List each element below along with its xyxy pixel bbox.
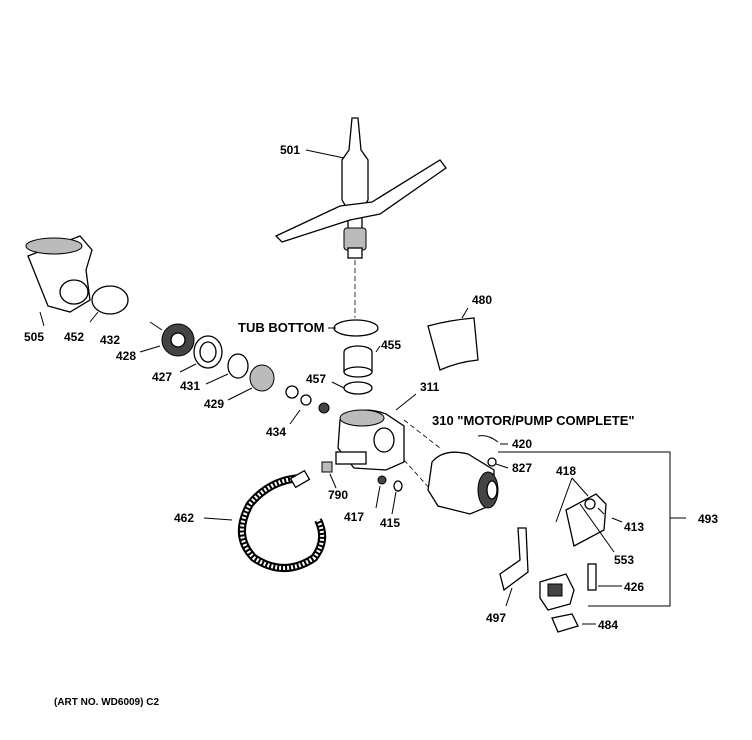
label-497: 497 <box>486 611 506 625</box>
part-480-deflector[interactable] <box>427 307 479 371</box>
label-455: 455 <box>381 338 401 352</box>
label-429: 429 <box>204 397 224 411</box>
part-452-clamp[interactable] <box>89 285 129 323</box>
part-455-seal[interactable] <box>343 345 381 378</box>
part-418-switch[interactable] <box>555 477 607 547</box>
part-497-bracket[interactable] <box>499 527 529 607</box>
label-417: 417 <box>344 510 364 524</box>
part-417-screw[interactable] <box>375 475 387 509</box>
label-790: 790 <box>328 488 348 502</box>
part-311-pump-housing[interactable] <box>335 393 417 471</box>
label-501: 501 <box>280 143 300 157</box>
part-413-spring[interactable] <box>597 507 623 523</box>
part-790-fitting[interactable] <box>321 461 337 489</box>
label-505: 505 <box>24 330 44 344</box>
part-415-washer[interactable] <box>391 480 403 515</box>
label-480: 480 <box>472 293 492 307</box>
label-418: 418 <box>556 464 576 478</box>
label-827: 827 <box>512 461 532 475</box>
label-311: 311 <box>420 380 440 394</box>
part-493-bracket-group <box>498 451 686 607</box>
solenoid-block[interactable] <box>539 573 575 611</box>
part-457-clamp[interactable] <box>331 381 373 395</box>
part-827-screw[interactable] <box>487 457 509 469</box>
label-452: 452 <box>64 330 84 344</box>
tub-bottom-gasket[interactable] <box>328 260 379 337</box>
label-427: 427 <box>152 370 172 384</box>
part-431-washer[interactable] <box>205 353 249 385</box>
label-motor-pump-complete: 310 "MOTOR/PUMP COMPLETE" <box>432 413 635 428</box>
label-428: 428 <box>116 349 136 363</box>
label-415: 415 <box>380 516 400 530</box>
label-432: 432 <box>100 333 120 347</box>
label-462: 462 <box>174 511 194 525</box>
label-tub-bottom: TUB BOTTOM <box>238 320 324 335</box>
label-420: 420 <box>512 437 532 451</box>
part-420-spring[interactable] <box>477 435 508 445</box>
part-427-seal-ring[interactable] <box>179 335 223 373</box>
part-462-hose[interactable] <box>203 469 327 572</box>
part-428-impeller[interactable] <box>139 321 195 357</box>
part-429-cap[interactable] <box>227 364 275 401</box>
label-434: 434 <box>266 425 286 439</box>
label-553: 553 <box>614 553 634 567</box>
label-426: 426 <box>624 580 644 594</box>
label-413: 413 <box>624 520 644 534</box>
art-number: (ART NO. WD6009) C2 <box>54 697 159 708</box>
label-431: 431 <box>180 379 200 393</box>
label-457: 457 <box>306 372 326 386</box>
part-434-fastener[interactable] <box>285 385 330 425</box>
label-484: 484 <box>598 618 618 632</box>
part-426-rod[interactable] <box>587 563 622 591</box>
motor[interactable] <box>403 419 499 515</box>
part-553-pin[interactable] <box>579 503 615 553</box>
part-484-clip[interactable] <box>551 613 596 633</box>
part-505-housing[interactable] <box>25 235 93 327</box>
part-501-spray-arm[interactable] <box>274 117 447 259</box>
label-493: 493 <box>698 512 718 526</box>
